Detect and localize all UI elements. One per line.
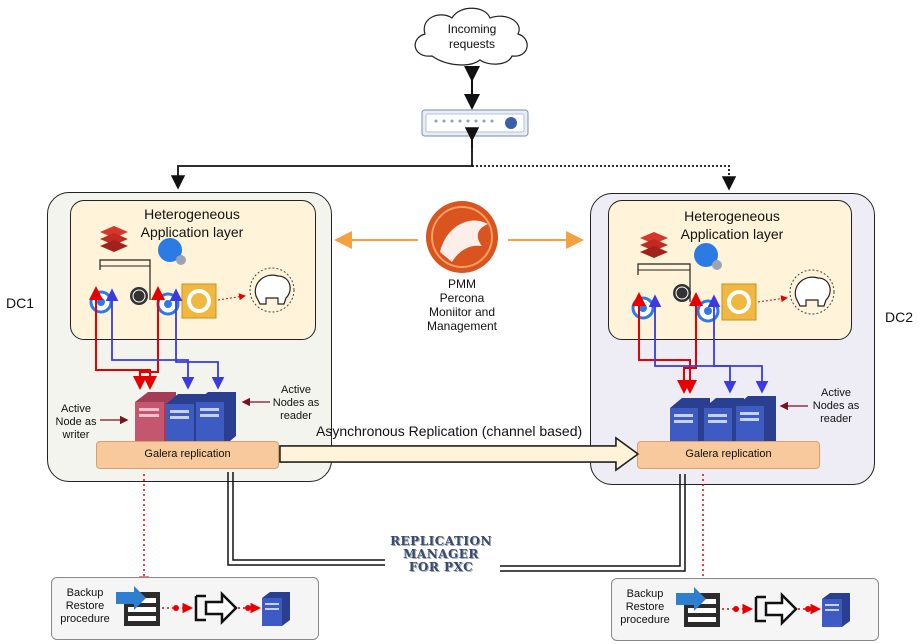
- dc2-backup-label: Backup Restore procedure: [614, 588, 676, 627]
- pmm-label: PMM Percona Moniitor and Management: [405, 277, 519, 333]
- dc2-app-title-line2: Application layer: [680, 226, 784, 242]
- dc1-restore-server-icon: [262, 592, 290, 626]
- dc1-read-arrows: [105, 288, 225, 390]
- dc1-reader-label-line3: reader: [280, 410, 312, 422]
- dc1-label: DC1: [6, 295, 35, 311]
- dc2-reader-label: Active Nodes as reader: [802, 387, 870, 426]
- dc1-backup-label-line2: Restore: [65, 600, 105, 612]
- dc1-write-arrows: [89, 286, 165, 390]
- dc2-restore-server-icon: [822, 593, 850, 627]
- dc2-app-title-line1: Heterogeneous: [684, 208, 780, 224]
- dc1-backup-label-line1: Backup: [66, 587, 104, 599]
- dc2-reader-server-a-icon: [670, 398, 710, 454]
- dc1-browser-icon: [99, 259, 151, 305]
- replication-manager-lines: [227, 472, 686, 572]
- cloud-icon: [414, 7, 528, 66]
- dc1-hadoop-elephant-icon: [249, 267, 295, 313]
- dc2-galera-replication: Galera replication: [637, 441, 820, 469]
- dc2-hadoop-elephant-icon: [789, 269, 835, 315]
- dc2-write-arrows: [632, 292, 703, 394]
- dc1-backup-procedure-icon: [116, 586, 160, 626]
- cloud-label-line2: requests: [448, 37, 496, 51]
- dc1-backup-label: Backup Restore procedure: [54, 587, 116, 626]
- router-dc1-line: [170, 138, 473, 190]
- replication-manager-line2: MANAGER: [403, 547, 479, 561]
- dc2-label: DC2: [885, 309, 914, 325]
- dc1-app-title-line1: Heterogeneous: [144, 206, 240, 222]
- dc2-browser-icon: [637, 263, 691, 302]
- dc2-redis-icon: [640, 232, 668, 258]
- pmm-label-line1: PMM: [448, 277, 476, 291]
- dc1-app-title-line2: Application layer: [140, 224, 244, 240]
- pmm-label-line2: Percona: [439, 291, 485, 305]
- dc1-writer-server-icon: [135, 392, 176, 448]
- replication-manager-line1: REPLICATION: [390, 534, 492, 548]
- router-dc2-line: [472, 165, 737, 191]
- replication-manager-line3: FOR PXC: [408, 560, 474, 574]
- dc1-reader-label: Active Nodes as reader: [262, 384, 330, 423]
- dc1-app-title: Heterogeneous Application layer: [110, 205, 274, 241]
- dc2-backup-label-line1: Backup: [626, 588, 664, 600]
- dc1-export-arrow-icon: [194, 590, 238, 626]
- dc1-writer-label-line2: Node as: [55, 416, 97, 428]
- dc2-reader-label-line1: Active: [821, 387, 851, 399]
- dc2-backup-label-line2: Restore: [625, 601, 665, 613]
- dc2-read-arrows: [648, 294, 769, 394]
- dc1-redis-icon: [100, 226, 128, 252]
- load-balancer-icon: [421, 109, 529, 137]
- pmm-label-line3: Moniitor and: [428, 305, 496, 319]
- dc1-writer-label: Active Node as writer: [48, 403, 104, 442]
- pmm-logo-icon: [426, 201, 498, 273]
- dc2-app-title: Heterogeneous Application layer: [650, 207, 814, 243]
- dc1-reader-label-line1: Active: [281, 384, 311, 396]
- dc2-backup-label-line3: procedure: [620, 614, 670, 626]
- dc1-writer-label-line3: writer: [62, 429, 90, 441]
- dc1-web-globe-icon: [158, 238, 186, 265]
- pmm-label-line4: Management: [426, 319, 498, 333]
- dc2-reader-label-line2: Nodes as: [812, 400, 860, 412]
- dc1-galera-replication: Galera replication: [96, 441, 279, 469]
- dc1-gear-icon: [181, 283, 217, 319]
- dc1-reader-label-line2: Nodes as: [272, 397, 320, 409]
- dc1-application-layer: [70, 200, 316, 340]
- dc2-backup-procedure-icon: [676, 587, 720, 627]
- dc2-reader-label-line3: reader: [820, 413, 852, 425]
- cloud-label-line1: Incoming: [447, 22, 497, 36]
- dc1-backup-label-line3: procedure: [60, 613, 110, 625]
- replication-manager-logo: REPLICATION MANAGER FOR PXC: [380, 535, 502, 574]
- dc2-web-globe-icon: [694, 243, 722, 270]
- cloud-label: Incoming requests: [430, 22, 514, 52]
- dc1-reader-server-b-icon: [196, 392, 236, 446]
- dc1-writer-label-line1: Active: [61, 403, 91, 415]
- async-replication-label: Asynchronous Replication (channel based): [316, 423, 583, 439]
- dc2-export-arrow-icon: [754, 591, 798, 627]
- dc2-gear-icon: [721, 283, 757, 321]
